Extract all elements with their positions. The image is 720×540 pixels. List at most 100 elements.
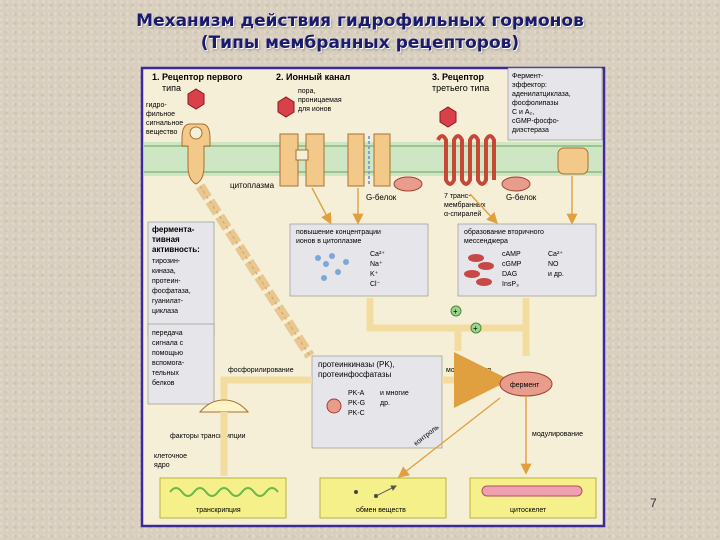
pk-list-right: и многие др. — [380, 390, 409, 407]
transcription-factor — [198, 399, 250, 413]
svg-text:протеинфосфатазы: протеинфосфатазы — [318, 370, 391, 379]
svg-text:Cl⁻: Cl⁻ — [370, 281, 381, 288]
svg-text:Ca²⁺: Ca²⁺ — [548, 251, 563, 258]
svg-text:образование вторичного: образование вторичного — [464, 228, 544, 236]
g-protein-label-left: G-белок — [366, 193, 397, 202]
svg-text:cGMP: cGMP — [502, 261, 522, 268]
hormone-2 — [277, 96, 295, 118]
svg-text:тивная: тивная — [152, 235, 180, 244]
svg-text:тельных: тельных — [152, 370, 179, 377]
plus-marker-2 — [470, 322, 482, 334]
svg-text:повышение концентрации: повышение концентрации — [296, 229, 381, 236]
svg-text:фосфолипазы: фосфолипазы — [512, 100, 559, 107]
transcription-box — [159, 477, 287, 519]
cytoskeleton-label: цитоскелет — [510, 507, 547, 514]
svg-text:протеинкиназы (PK),: протеинкиназы (PK), — [318, 360, 395, 369]
hormone-3 — [439, 106, 457, 128]
svg-text:диэстераза: диэстераза — [512, 127, 549, 134]
receptor-diagram: 1. Рецептор первого типа гидро- фильное … — [140, 66, 606, 528]
dna-helix — [169, 487, 279, 497]
g-protein-label-right: G-белок — [506, 193, 537, 202]
enzyme-label: фермент — [510, 382, 540, 389]
hormone-1 — [187, 88, 205, 110]
effector-box — [507, 67, 603, 141]
modification-label: модификация — [446, 367, 491, 374]
svg-text:клеточное: клеточное — [154, 453, 187, 460]
ion-increase-box — [289, 223, 429, 297]
metabolism-box — [319, 477, 447, 519]
svg-text:Na⁺: Na⁺ — [370, 261, 383, 268]
svg-text:InsP₃: InsP₃ — [502, 281, 519, 288]
effector-label: Фермент- эффектор: аденилатциклаза, фосф… — [512, 73, 571, 134]
svg-text:α-спиралей: α-спиралей — [444, 210, 481, 218]
transcription-label: транскрипция — [196, 507, 241, 514]
svg-text:фосфатаза,: фосфатаза, — [152, 288, 191, 295]
g-protein-left — [393, 176, 423, 192]
svg-text:NO: NO — [548, 261, 559, 268]
seven-tm-label: 7 транс- мембранных α-спиралей — [444, 193, 486, 218]
svg-text:фильное: фильное — [146, 111, 175, 118]
receptor2-title: 2. Ионный канал — [276, 72, 351, 82]
svg-text:мессенджера: мессенджера — [464, 238, 508, 245]
ion-increase-label: повышение концентрации ионов в цитоплазм… — [296, 229, 381, 245]
ion-channel-closed — [279, 133, 325, 187]
svg-text:мембранных: мембранных — [444, 201, 486, 209]
phosphorylation-label: фосфорилирование — [228, 367, 294, 374]
ion-list: Ca²⁺ Na⁺ K⁺ Cl⁻ — [370, 251, 385, 288]
kinases-title: протеинкиназы (PK), протеинфосфатазы — [318, 360, 395, 379]
svg-text:K⁺: K⁺ — [370, 271, 379, 278]
ion-dots — [315, 253, 349, 281]
page-number: 7 — [650, 496, 657, 510]
svg-text:киназа,: киназа, — [152, 268, 176, 275]
svg-text:и многие: и многие — [380, 390, 409, 397]
ion-channel-open — [347, 133, 391, 187]
plus-2: + — [473, 324, 478, 333]
nucleus-label: клеточное ядро — [154, 453, 187, 469]
svg-text:для ионов: для ионов — [298, 106, 331, 113]
receptor3-title: 3. Рецептор — [432, 72, 485, 82]
svg-text:cAMP: cAMP — [502, 251, 521, 258]
hydrophilic-label: гидро- фильное сигнальное вещество — [146, 102, 183, 136]
receptor-type-1 — [181, 123, 211, 185]
messenger-shapes — [464, 254, 494, 286]
g-protein-right — [501, 176, 531, 192]
metabolism-label: обмен веществ — [356, 506, 406, 514]
svg-text:Ca²⁺: Ca²⁺ — [370, 251, 385, 258]
receptor1-subtitle: типа — [162, 83, 181, 93]
slide-title: Механизм действия гидрофильных гормонов … — [0, 10, 720, 54]
messenger-list-right: Ca²⁺ NO и др. — [548, 251, 564, 278]
signal-transmission-label: передача сигнала с помощью вспомога- тел… — [152, 330, 185, 387]
svg-text:активность:: активность: — [152, 245, 200, 254]
svg-text:Фермент-: Фермент- — [512, 73, 544, 80]
cytoplasm-label: цитоплазма — [230, 181, 275, 190]
svg-text:др.: др. — [380, 400, 390, 407]
seven-tm-receptor — [436, 134, 496, 186]
svg-text:передача: передача — [152, 330, 183, 337]
cell-membrane — [144, 142, 602, 176]
svg-text:вещество: вещество — [146, 129, 177, 136]
plus-marker-1 — [450, 305, 462, 317]
svg-text:и др.: и др. — [548, 271, 564, 278]
title-line-1: Механизм действия гидрофильных гормонов — [136, 11, 584, 31]
svg-text:ионов в цитоплазме: ионов в цитоплазме — [296, 238, 362, 245]
svg-text:эффектор:: эффектор: — [512, 82, 547, 89]
svg-text:проницаемая: проницаемая — [298, 97, 342, 104]
receptor1-title: 1. Рецептор первого — [152, 72, 243, 82]
pore-label: пора, проницаемая для ионов — [298, 88, 342, 113]
svg-text:7 транс-: 7 транс- — [444, 193, 471, 200]
svg-text:ядро: ядро — [154, 462, 170, 469]
cytoskeleton-box — [469, 477, 597, 519]
title-line-2: (Типы мембранных рецепторов) — [200, 33, 520, 53]
transcription-factors-label: факторы транскрипции — [170, 433, 246, 440]
svg-text:PK-C: PK-C — [348, 410, 365, 417]
svg-text:вспомога-: вспомога- — [152, 360, 185, 367]
modulation-label: модулирование — [532, 431, 583, 438]
enzymatic-activity-box — [147, 221, 215, 337]
signal-transmission-box — [147, 323, 215, 405]
plus-1: + — [453, 307, 458, 316]
svg-text:помощью: помощью — [152, 350, 183, 357]
svg-text:пора,: пора, — [298, 88, 315, 95]
svg-text:циклаза: циклаза — [152, 308, 178, 315]
svg-text:аденилатциклаза,: аденилатциклаза, — [512, 91, 571, 98]
enzymatic-activity-list: тирозин- киназа, протеин- фосфатаза, гуа… — [152, 258, 191, 315]
